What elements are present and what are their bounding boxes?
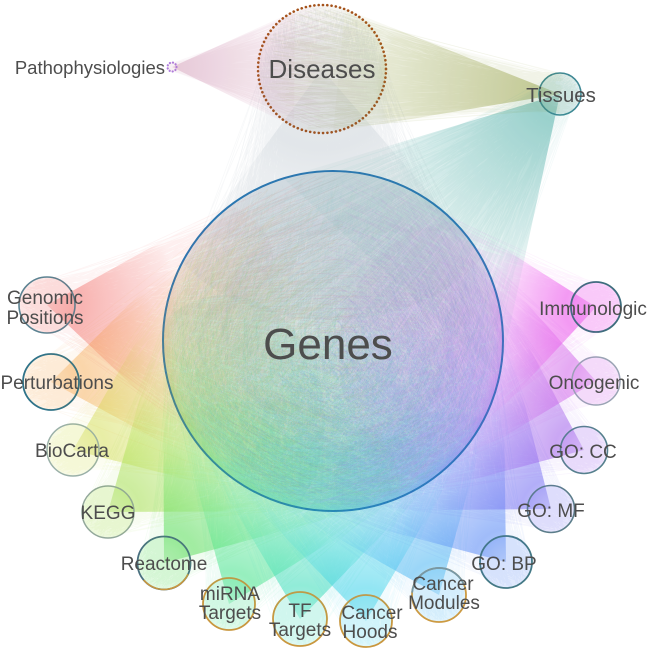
svg-text:GO: BP: GO: BP xyxy=(471,554,536,575)
svg-text:GO: MF: GO: MF xyxy=(517,501,585,522)
svg-text:Modules: Modules xyxy=(408,593,480,614)
svg-text:Cancer: Cancer xyxy=(412,574,474,595)
svg-text:Diseases: Diseases xyxy=(269,54,376,84)
svg-text:Oncogenic: Oncogenic xyxy=(549,373,640,394)
svg-text:BioCarta: BioCarta xyxy=(35,441,109,462)
svg-text:Reactome: Reactome xyxy=(121,554,208,575)
svg-text:Genes: Genes xyxy=(263,320,393,369)
svg-text:KEGG: KEGG xyxy=(81,503,136,524)
svg-text:Targets: Targets xyxy=(269,620,331,641)
svg-text:Positions: Positions xyxy=(6,308,83,329)
svg-text:miRNA: miRNA xyxy=(200,584,260,605)
svg-text:Hoods: Hoods xyxy=(343,622,398,643)
svg-text:Genomic: Genomic xyxy=(7,288,83,309)
svg-text:GO: CC: GO: CC xyxy=(549,442,617,463)
svg-text:Immunologic: Immunologic xyxy=(539,299,647,320)
svg-text:TF: TF xyxy=(288,601,311,622)
svg-text:Perturbations: Perturbations xyxy=(0,373,113,394)
svg-text:Cancer: Cancer xyxy=(341,603,403,624)
svg-text:Tissues: Tissues xyxy=(526,84,596,107)
svg-text:Targets: Targets xyxy=(199,603,261,624)
svg-text:Pathophysiologies: Pathophysiologies xyxy=(15,57,165,78)
